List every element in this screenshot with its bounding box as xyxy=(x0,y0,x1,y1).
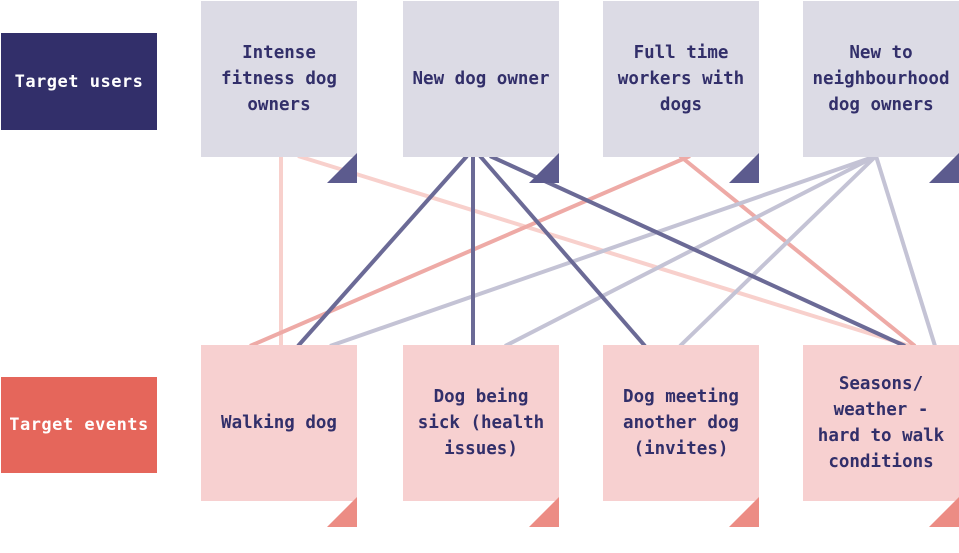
user-note-text: Full time workers with dogs xyxy=(617,43,745,115)
target-events-label: Target events xyxy=(1,377,157,473)
user-note-intense-fitness: Intense fitness dog owners xyxy=(201,1,357,183)
event-note-seasons-weather: Seasons/ weather - hard to walk conditio… xyxy=(803,345,959,527)
event-note-dog-meeting: Dog meeting another dog (invites) xyxy=(603,345,759,527)
connection-lines xyxy=(249,154,937,348)
note-fold-corner xyxy=(529,471,559,527)
link-new-owner-to-meeting xyxy=(478,154,647,348)
event-note-text: Seasons/ weather - hard to walk conditio… xyxy=(817,374,945,472)
event-note-text: Walking dog xyxy=(221,413,337,433)
link-neighbourhood-to-walking xyxy=(329,154,877,348)
link-full-time-to-walking xyxy=(249,154,691,348)
link-neighbourhood-to-meeting xyxy=(678,154,878,348)
note-fold-corner xyxy=(529,127,559,183)
target-users-label: Target users xyxy=(1,33,157,130)
user-note-text: New to neighbourhood dog owners xyxy=(812,43,950,115)
note-fold-corner xyxy=(729,471,759,527)
link-neighbourhood-to-seasons xyxy=(874,155,937,347)
user-note-new-dog-owner: New dog owner xyxy=(403,1,559,183)
note-fold-corner xyxy=(929,127,959,183)
user-note-full-time-workers: Full time workers with dogs xyxy=(603,1,759,183)
event-note-walking-dog: Walking dog xyxy=(201,345,357,527)
note-fold-corner xyxy=(327,127,357,183)
link-new-owner-to-seasons xyxy=(489,154,906,348)
event-note-dog-sick: Dog being sick (health issues) xyxy=(403,345,559,527)
note-fold-corner xyxy=(729,127,759,183)
event-note-text: Dog meeting another dog (invites) xyxy=(623,387,739,459)
note-fold-corner xyxy=(327,471,357,527)
link-neighbourhood-to-sick xyxy=(504,154,877,348)
user-note-text: New dog owner xyxy=(412,69,550,89)
user-note-new-to-neighbourhood: New to neighbourhood dog owners xyxy=(803,1,959,183)
user-note-text: Intense fitness dog owners xyxy=(221,43,337,115)
link-full-time-to-seasons xyxy=(678,154,917,348)
note-fold-corner xyxy=(929,471,959,527)
event-note-text: Dog being sick (health issues) xyxy=(417,387,545,459)
link-new-owner-to-walking xyxy=(296,154,469,348)
